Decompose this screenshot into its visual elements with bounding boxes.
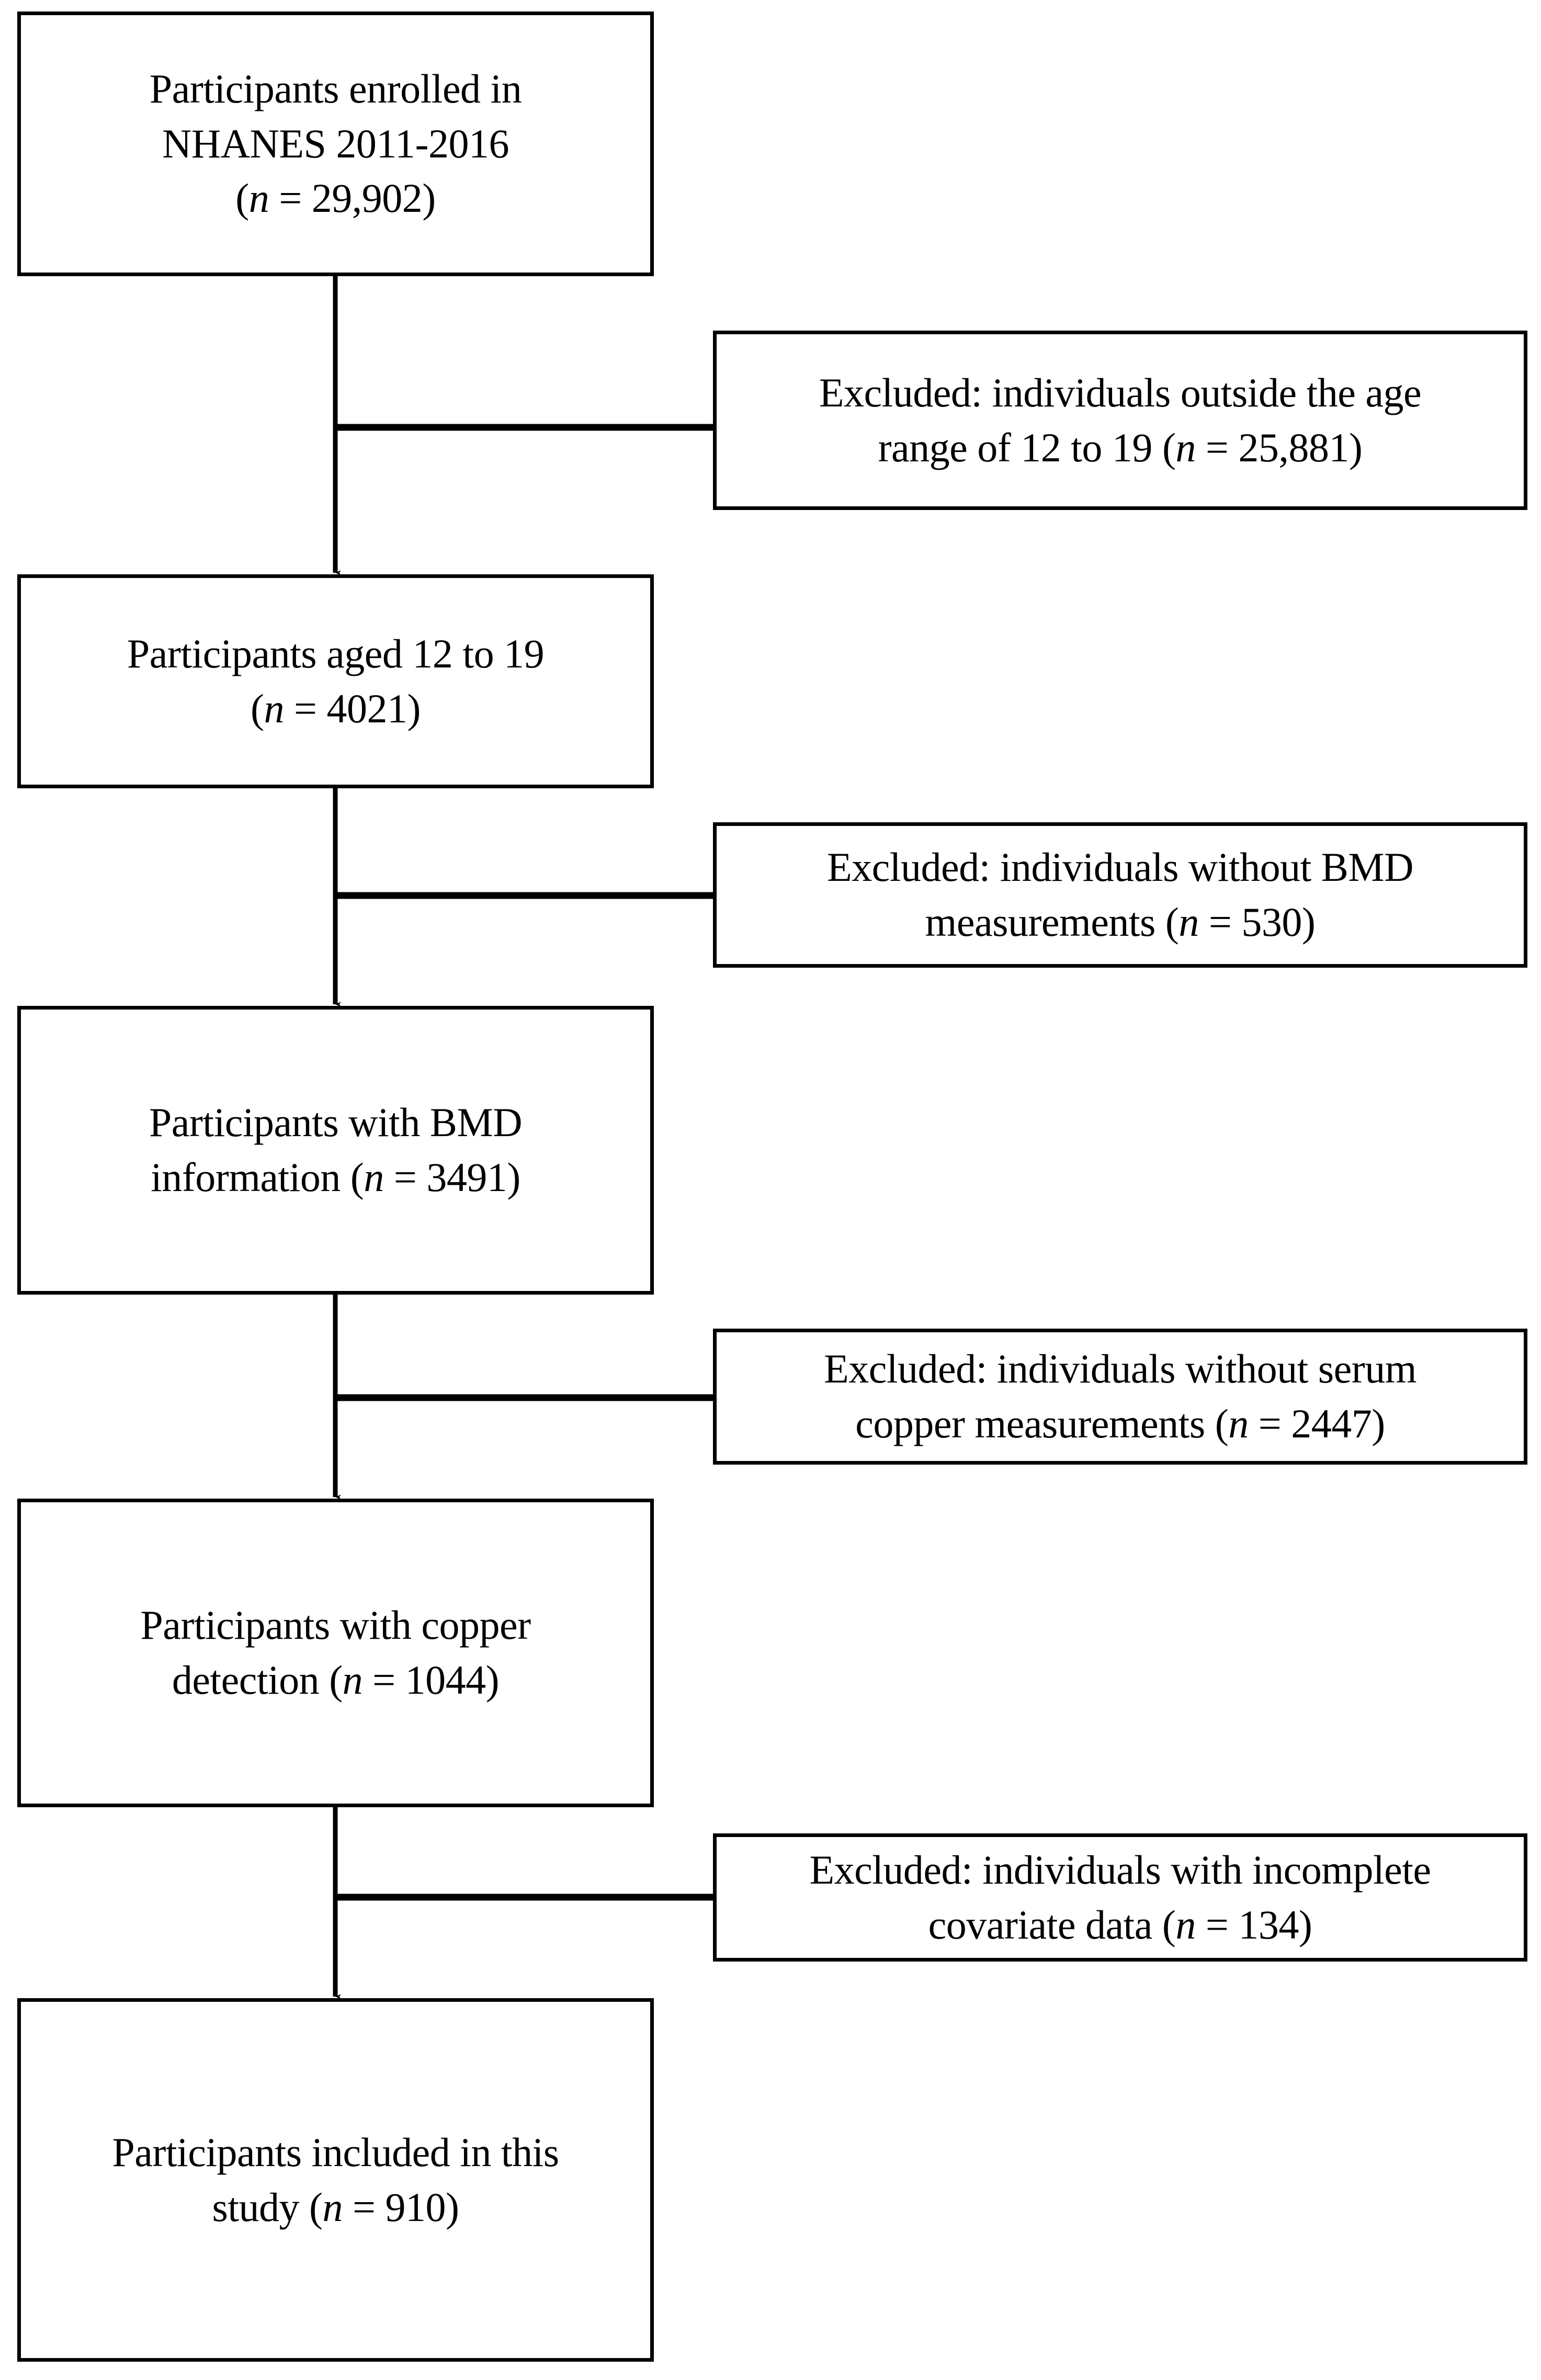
- node-participants-with-copper-detection: Participants with copper detection (n = …: [17, 1499, 654, 1807]
- sample-size-symbol: n: [264, 685, 284, 731]
- sample-size-symbol: n: [364, 1154, 384, 1200]
- node-excluded-without-bmd-label: Excluded: individuals without BMD measur…: [827, 844, 1413, 945]
- node-participants-aged-12-19: Participants aged 12 to 19 (n = 4021): [17, 574, 654, 788]
- node-excluded-incomplete-covariate-data: Excluded: individuals with incomplete co…: [713, 1833, 1527, 1962]
- node-participants-with-bmd-information-label: Participants with BMD information (n = 3…: [149, 1100, 523, 1200]
- sample-size-symbol: n: [1228, 1401, 1249, 1446]
- sample-size-symbol: n: [1179, 899, 1199, 945]
- sample-size-symbol: n: [342, 1657, 363, 1703]
- node-excluded-incomplete-covariate-data-label: Excluded: individuals with incomplete co…: [809, 1846, 1431, 1947]
- node-participants-enrolled-label: Participants enrolled in NHANES 2011-201…: [149, 66, 522, 221]
- sample-size-symbol: n: [248, 175, 269, 221]
- node-participants-aged-12-19-label: Participants aged 12 to 19 (n = 4021): [127, 630, 545, 731]
- node-excluded-without-serum-copper: Excluded: individuals without serum copp…: [713, 1329, 1527, 1465]
- node-excluded-without-serum-copper-label: Excluded: individuals without serum copp…: [824, 1346, 1417, 1446]
- sample-size-symbol: n: [1175, 1901, 1196, 1947]
- sample-size-symbol: n: [1175, 424, 1196, 470]
- node-participants-included-in-study-label: Participants included in this study (n =…: [112, 2129, 559, 2230]
- node-participants-enrolled: Participants enrolled in NHANES 2011-201…: [17, 12, 654, 276]
- sample-size-symbol: n: [322, 2184, 343, 2230]
- node-excluded-without-bmd: Excluded: individuals without BMD measur…: [713, 822, 1527, 968]
- node-participants-included-in-study: Participants included in this study (n =…: [17, 1998, 654, 2362]
- node-participants-with-copper-detection-label: Participants with copper detection (n = …: [140, 1602, 531, 1703]
- node-participants-with-bmd-information: Participants with BMD information (n = 3…: [17, 1006, 654, 1295]
- node-excluded-age-range-label: Excluded: individuals outside the age ra…: [819, 369, 1422, 470]
- node-excluded-age-range: Excluded: individuals outside the age ra…: [713, 331, 1527, 510]
